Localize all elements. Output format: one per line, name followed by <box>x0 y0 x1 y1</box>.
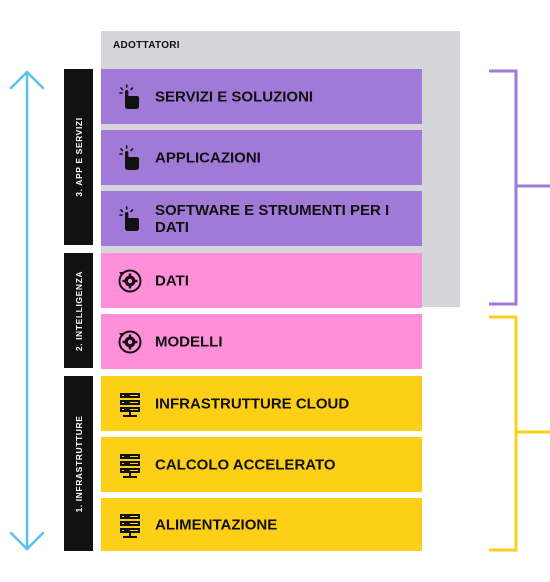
box-modelli: MODELLI <box>101 314 422 369</box>
box-label: MODELLI <box>155 333 223 350</box>
box-dati: DATI <box>101 253 422 308</box>
bracket-purple <box>489 69 518 306</box>
hand-pointer-icon <box>119 83 139 109</box>
hand-pointer-icon <box>119 144 139 170</box>
layer-tab-infrastructure: 1. INFRASTRUTTURE <box>64 376 93 551</box>
box-infrastrutture-cloud: INFRASTRUTTURE CLOUD <box>101 376 422 431</box>
box-applicazioni: APPLICAZIONI <box>101 130 422 185</box>
box-calcolo-accelerato: CALCOLO ACCELERATO <box>101 437 422 492</box>
layer-tab-intelligence: 2. INTELLIGENZA <box>64 253 93 368</box>
box-servizi-soluzioni: SERVIZI E SOLUZIONI <box>101 69 422 124</box>
layer-tab-label: 3. APP E SERVIZI <box>73 117 84 197</box>
server-icon <box>120 453 140 478</box>
box-software-strumenti: SOFTWARE E STRUMENTI PER I DATI <box>101 191 422 246</box>
layer-tab-app: 3. APP E SERVIZI <box>64 69 93 245</box>
box-label: INFRASTRUTTURE CLOUD <box>155 395 350 412</box>
adopters-label: ADOTTATORI <box>113 40 180 51</box>
hand-pointer-icon <box>119 205 139 231</box>
box-label: CALCOLO ACCELERATO <box>155 456 336 473</box>
box-label: DATI <box>155 272 189 289</box>
layer-tab-label: 1. INFRASTRUTTURE <box>73 414 84 513</box>
box-label: SOFTWARE E STRUMENTI PER I DATI <box>155 201 390 236</box>
layer-tab-label: 2. INTELLIGENZA <box>73 270 84 351</box>
box-label: APPLICAZIONI <box>155 149 261 166</box>
server-icon <box>120 513 140 538</box>
right-brackets <box>489 69 550 552</box>
box-alimentazione: ALIMENTAZIONE <box>101 498 422 551</box>
bracket-yellow <box>489 315 518 552</box>
box-label: SERVIZI E SOLUZIONI <box>155 88 314 105</box>
box-label: ALIMENTAZIONE <box>155 516 278 533</box>
gear-cycle-icon <box>118 269 142 292</box>
gear-cycle-icon <box>118 330 142 353</box>
server-icon <box>120 392 140 417</box>
